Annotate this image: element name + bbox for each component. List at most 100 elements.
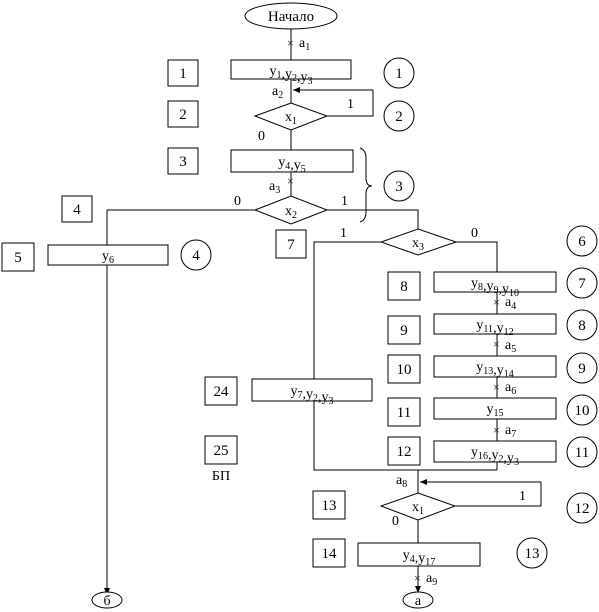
svg-text:y7,y2,y3: y7,y2,y3 — [291, 384, 334, 407]
svg-text:y15: y15 — [487, 402, 504, 419]
circle-marker-4: 4 — [180, 239, 212, 271]
square-marker-11: 11 — [387, 397, 421, 427]
svg-text:12: 12 — [575, 501, 590, 517]
svg-text:×: × — [493, 380, 500, 394]
svg-text:0: 0 — [258, 129, 265, 144]
circle-marker-13: 13 — [516, 537, 548, 569]
svg-text:a8: a8 — [396, 473, 407, 490]
svg-text:a6: a6 — [505, 380, 516, 397]
svg-text:×: × — [287, 174, 294, 188]
svg-text:x2: x2 — [285, 204, 297, 221]
svg-text:y16,y2,y3: y16,y2,y3 — [471, 445, 519, 468]
square-marker-13: 13 — [312, 490, 346, 520]
svg-text:×: × — [493, 423, 500, 437]
square-marker-1: 1 — [167, 59, 199, 87]
square-marker-8: 8 — [387, 271, 421, 301]
operator-box-10: y4,y17 — [357, 542, 481, 568]
circle-marker-6: 6 — [566, 225, 598, 257]
svg-text:а: а — [415, 594, 422, 609]
start-label: Начало — [268, 9, 314, 25]
svg-text:10: 10 — [575, 403, 590, 419]
circle-marker-11: 11 — [566, 436, 598, 468]
svg-text:y8,y9,y10: y8,y9,y10 — [471, 276, 519, 299]
svg-text:y11,y12: y11,y12 — [476, 318, 513, 338]
svg-text:10: 10 — [397, 362, 412, 378]
svg-text:12: 12 — [397, 444, 412, 460]
state-marks: × × × × × × × — [287, 36, 500, 585]
svg-text:1: 1 — [179, 66, 187, 82]
svg-text:0: 0 — [234, 194, 241, 209]
svg-text:a7: a7 — [505, 423, 516, 440]
svg-text:y13,y14: y13,y14 — [476, 360, 514, 380]
svg-text:0: 0 — [471, 226, 478, 241]
square-marker-5: 5 — [1, 242, 35, 272]
condition-diamond-1: x1 — [253, 102, 329, 131]
svg-text:2: 2 — [395, 109, 403, 125]
svg-text:8: 8 — [578, 318, 586, 334]
svg-text:1: 1 — [340, 226, 347, 241]
operator-box-7: y15 — [433, 397, 557, 420]
circle-marker-1: 1 — [383, 57, 415, 89]
svg-text:9: 9 — [400, 323, 408, 339]
condition-diamond-3: x3 — [379, 228, 458, 256]
svg-text:1: 1 — [519, 489, 526, 504]
svg-text:a5: a5 — [505, 338, 516, 355]
svg-text:14: 14 — [322, 546, 338, 562]
condition-diamond-2: x2 — [253, 195, 329, 225]
svg-text:×: × — [287, 36, 294, 50]
square-marker-4: 4 — [61, 195, 93, 223]
svg-text:5: 5 — [14, 250, 22, 266]
svg-text:9: 9 — [578, 361, 586, 377]
svg-text:1: 1 — [347, 97, 354, 112]
svg-text:11: 11 — [397, 405, 411, 421]
svg-text:3: 3 — [179, 154, 187, 170]
end-terminal-b: б — [91, 591, 123, 609]
square-marker-3: 3 — [167, 147, 199, 175]
square-marker-25: 25 — [204, 435, 238, 465]
svg-text:4: 4 — [73, 202, 81, 218]
square-marker-2: 2 — [167, 100, 199, 128]
operator-box-6: y13,y14 — [433, 355, 557, 380]
square-marker-24: 24 — [204, 376, 238, 406]
operator-box-9: y7,y2,y3 — [251, 378, 373, 407]
svg-text:2: 2 — [179, 107, 187, 123]
circle-marker-12: 12 — [566, 492, 598, 524]
svg-text:б: б — [103, 594, 110, 609]
square-caption: БП — [212, 469, 230, 484]
svg-text:7: 7 — [287, 237, 295, 253]
svg-text:y1,y2,y3: y1,y2,y3 — [270, 64, 313, 87]
square-marker-10: 10 — [387, 354, 421, 384]
circle-marker-8: 8 — [566, 309, 598, 341]
svg-text:x3: x3 — [412, 236, 424, 253]
circle-marker-2: 2 — [383, 100, 415, 132]
svg-text:0: 0 — [392, 514, 399, 529]
circle-marker-10: 10 — [566, 394, 598, 426]
svg-text:25: 25 — [214, 443, 229, 459]
condition-diamond-4: x1 — [379, 492, 457, 521]
svg-text:a1: a1 — [299, 36, 310, 53]
svg-text:3: 3 — [395, 179, 403, 195]
svg-text:a2: a2 — [272, 84, 283, 101]
operator-box-2: y4,y5 — [230, 149, 354, 175]
svg-text:8: 8 — [400, 279, 408, 295]
square-marker-9: 9 — [387, 315, 421, 345]
svg-text:6: 6 — [578, 234, 586, 250]
circle-marker-7: 7 — [566, 267, 598, 299]
svg-text:11: 11 — [575, 445, 589, 461]
svg-text:a4: a4 — [505, 295, 516, 312]
square-marker-12: 12 — [387, 436, 421, 466]
state-labels: a1 a2 a3 a4 a5 a6 a7 a8 a9 — [269, 36, 516, 588]
operator-box-8: y16,y2,y3 — [433, 440, 557, 468]
operator-box-3: y6 — [47, 244, 169, 266]
branch-labels: 1 0 0 1 1 0 1 0 — [234, 97, 526, 529]
start-terminal — [244, 2, 338, 30]
svg-text:x1: x1 — [285, 110, 297, 127]
svg-text:×: × — [493, 337, 500, 351]
svg-text:4: 4 — [192, 248, 200, 264]
circle-marker-9: 9 — [566, 352, 598, 384]
svg-text:7: 7 — [578, 276, 586, 292]
svg-text:13: 13 — [525, 546, 540, 562]
